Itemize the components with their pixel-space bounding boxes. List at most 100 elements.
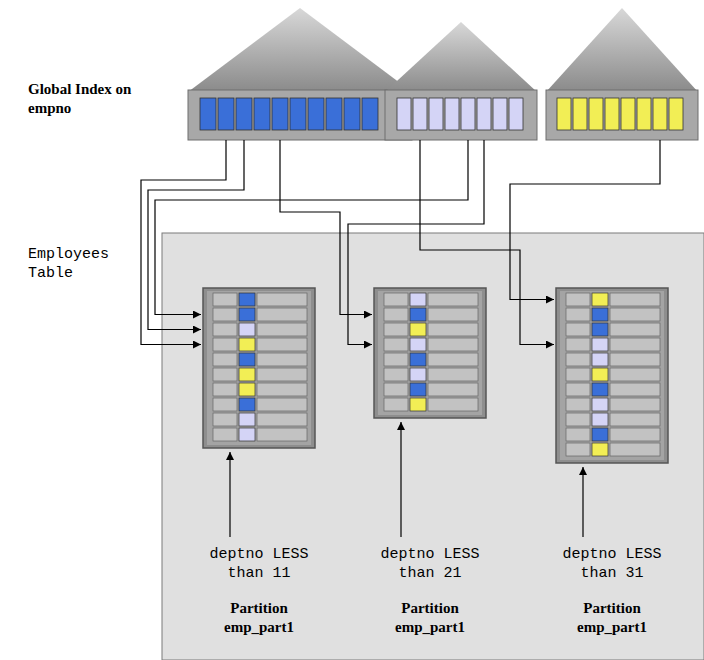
row-key-cell [592, 383, 608, 396]
row-key-cell [410, 398, 426, 411]
index-leaf-box [385, 90, 537, 140]
row-cell [428, 338, 478, 351]
row-cell [384, 308, 408, 321]
row-cell [213, 323, 237, 336]
row-key-cell [239, 398, 255, 411]
row-key-cell [410, 368, 426, 381]
row-cell [566, 383, 590, 396]
index-entry [573, 98, 587, 130]
row-cell [257, 293, 307, 306]
table-panel: Employees Tabledeptno LESS than 11Partit… [162, 233, 704, 660]
row-cell [384, 338, 408, 351]
rowid-pointers [141, 140, 660, 345]
row-cell [384, 383, 408, 396]
row-cell [566, 428, 590, 441]
row-cell [213, 338, 237, 351]
table-partition: deptno LESS than 11 Partition emp_part1 [179, 283, 339, 637]
row-key-cell [410, 353, 426, 366]
row-cell [213, 428, 237, 441]
index-entry [308, 98, 324, 130]
leader-arrow [229, 452, 230, 537]
row-cell [213, 398, 237, 411]
row-key-cell [592, 398, 608, 411]
row-key-cell [239, 413, 255, 426]
partition-bound: deptno LESS than 11 [199, 545, 319, 583]
index-entry [326, 98, 342, 130]
row-cell [384, 323, 408, 336]
rowid-arrow [420, 140, 554, 345]
table-frame [374, 288, 486, 418]
index-entry [429, 98, 443, 130]
rowid-arrow [510, 140, 660, 300]
index-triangle [188, 8, 412, 92]
row-cell [257, 398, 307, 411]
index-entry [493, 98, 507, 130]
row-cell [566, 323, 590, 336]
row-key-cell [239, 293, 255, 306]
index-leaf-box [188, 90, 412, 140]
row-key-cell [592, 413, 608, 426]
partition-table [350, 283, 510, 545]
index-entry [509, 98, 523, 130]
row-cell [257, 383, 307, 396]
row-cell [384, 353, 408, 366]
row-cell [213, 308, 237, 321]
row-cell [213, 293, 237, 306]
index-triangle [385, 22, 537, 92]
index-entry [477, 98, 491, 130]
row-cell [428, 368, 478, 381]
row-key-cell [239, 323, 255, 336]
partition-table [179, 283, 339, 545]
index-entry [397, 98, 411, 130]
row-cell [610, 398, 660, 411]
index-entry [461, 98, 475, 130]
leader-arrow [582, 467, 583, 537]
partition-name: Partition emp_part1 [209, 599, 309, 637]
index-entry [637, 98, 651, 130]
row-cell [610, 443, 660, 456]
row-key-cell [592, 443, 608, 456]
row-cell [428, 308, 478, 321]
index-leaf-box [546, 90, 698, 140]
row-cell [428, 383, 478, 396]
index-entries [200, 98, 683, 130]
partition-name: Partition emp_part1 [380, 599, 480, 637]
row-key-cell [410, 323, 426, 336]
table-frame [556, 288, 668, 463]
row-key-cell [592, 338, 608, 351]
index-entry [200, 98, 216, 130]
row-cell [213, 368, 237, 381]
row-cell [610, 383, 660, 396]
row-key-cell [592, 353, 608, 366]
table-partition: deptno LESS than 31Partition emp_part1 [532, 283, 692, 637]
row-cell [566, 353, 590, 366]
row-key-cell [592, 428, 608, 441]
row-key-cell [410, 383, 426, 396]
row-cell [610, 308, 660, 321]
row-cell [610, 413, 660, 426]
rowid-arrow [148, 140, 244, 330]
leader-arrow [400, 422, 401, 537]
row-cell [257, 308, 307, 321]
row-cell [257, 323, 307, 336]
index-triangle [546, 8, 698, 92]
row-cell [257, 338, 307, 351]
table-panel [162, 233, 704, 660]
row-cell [428, 293, 478, 306]
index-entry [362, 98, 378, 130]
row-key-cell [410, 293, 426, 306]
row-cell [257, 368, 307, 381]
index-entry [272, 98, 288, 130]
row-cell [384, 398, 408, 411]
row-cell [566, 443, 590, 456]
index-trees [188, 8, 698, 140]
index-entry [236, 98, 252, 130]
row-cell [428, 323, 478, 336]
row-key-cell [239, 353, 255, 366]
row-key-cell [239, 368, 255, 381]
table-frame [203, 288, 315, 448]
index-entry [218, 98, 234, 130]
row-cell [566, 413, 590, 426]
row-cell [566, 338, 590, 351]
row-cell [213, 383, 237, 396]
